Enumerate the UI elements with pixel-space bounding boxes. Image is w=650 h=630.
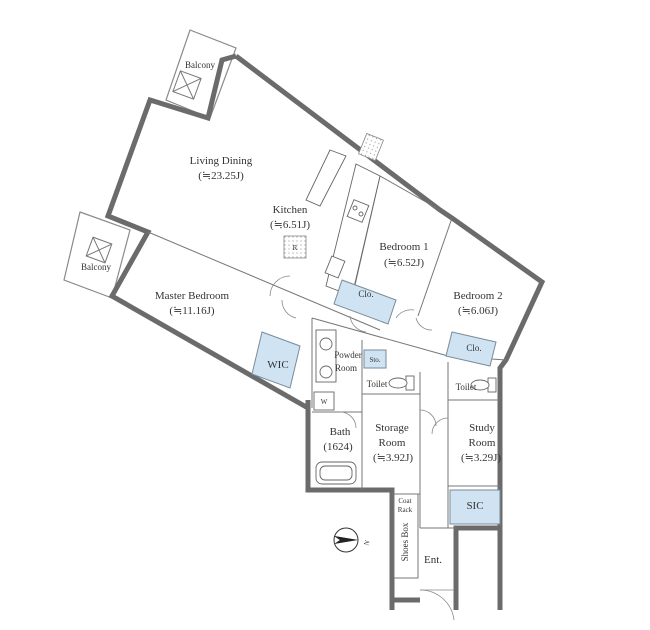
coat-rack-label-2: Rack bbox=[398, 506, 413, 514]
closet-1-label: Clo. bbox=[358, 289, 373, 299]
storage-room-label-2: Room bbox=[379, 437, 406, 449]
bath-size: (1624) bbox=[323, 441, 353, 453]
sic-closet bbox=[449, 489, 501, 525]
fridge-label: R bbox=[293, 244, 298, 252]
sto-label: Sto. bbox=[369, 356, 380, 364]
walk-in-closet bbox=[251, 331, 301, 389]
bedroom-1-area: (≒6.52J) bbox=[384, 257, 424, 269]
bath-label: Bath bbox=[330, 426, 351, 438]
kitchen-area: (≒6.51J) bbox=[270, 219, 310, 231]
bedroom-2-label: Bedroom 2 bbox=[453, 290, 502, 302]
storage-room-area: (≒3.92J) bbox=[373, 452, 413, 464]
storage-sto bbox=[363, 349, 387, 369]
kitchen-counter bbox=[283, 132, 384, 297]
shoes-box-label: Shoes Box bbox=[400, 522, 410, 561]
toilet-1-fixture bbox=[388, 375, 415, 391]
toilet-1-label: Toilet bbox=[367, 379, 388, 389]
balcony-left-label: Balcony bbox=[81, 262, 111, 272]
living-dining-area: (≒23.25J) bbox=[198, 170, 244, 182]
compass-north-label: N bbox=[362, 539, 371, 546]
bedroom-1-label: Bedroom 1 bbox=[379, 241, 428, 253]
coat-rack-label-1: Coat bbox=[398, 497, 411, 505]
closet-2 bbox=[445, 331, 497, 367]
bedroom-2-area: (≒6.06J) bbox=[458, 305, 498, 317]
wic-label: WIC bbox=[267, 359, 288, 371]
kitchen-label: Kitchen bbox=[273, 204, 308, 216]
toilet-2-label: Toilet bbox=[456, 382, 477, 392]
study-room-label-1: Study bbox=[469, 422, 495, 434]
master-bedroom-area: (≒11.16J) bbox=[169, 305, 215, 317]
doors bbox=[269, 275, 455, 621]
closet-2-label: Clo. bbox=[466, 343, 481, 353]
study-room-label-2: Room bbox=[469, 437, 496, 449]
entrance-label: Ent. bbox=[424, 554, 442, 566]
washer-space bbox=[313, 391, 335, 411]
powder-room-label-2: Room bbox=[335, 363, 357, 373]
storage-room-label-1: Storage bbox=[375, 422, 409, 434]
closet-1 bbox=[333, 279, 397, 325]
storage-areas bbox=[251, 279, 501, 579]
powder-room-label-1: Powder bbox=[334, 350, 362, 360]
study-room-area: (≒3.29J) bbox=[461, 452, 501, 464]
bathtub bbox=[315, 461, 357, 485]
sic-label: SIC bbox=[466, 500, 483, 512]
balcony-top-label: Balcony bbox=[185, 60, 215, 70]
toilet-2-fixture bbox=[470, 377, 497, 393]
compass: N bbox=[333, 527, 372, 553]
balcony-top bbox=[165, 29, 237, 119]
master-bedroom-label: Master Bedroom bbox=[155, 290, 230, 302]
living-dining-label: Living Dining bbox=[190, 155, 253, 167]
powder-room-fixtures bbox=[315, 329, 337, 383]
washer-label: W bbox=[321, 398, 328, 406]
